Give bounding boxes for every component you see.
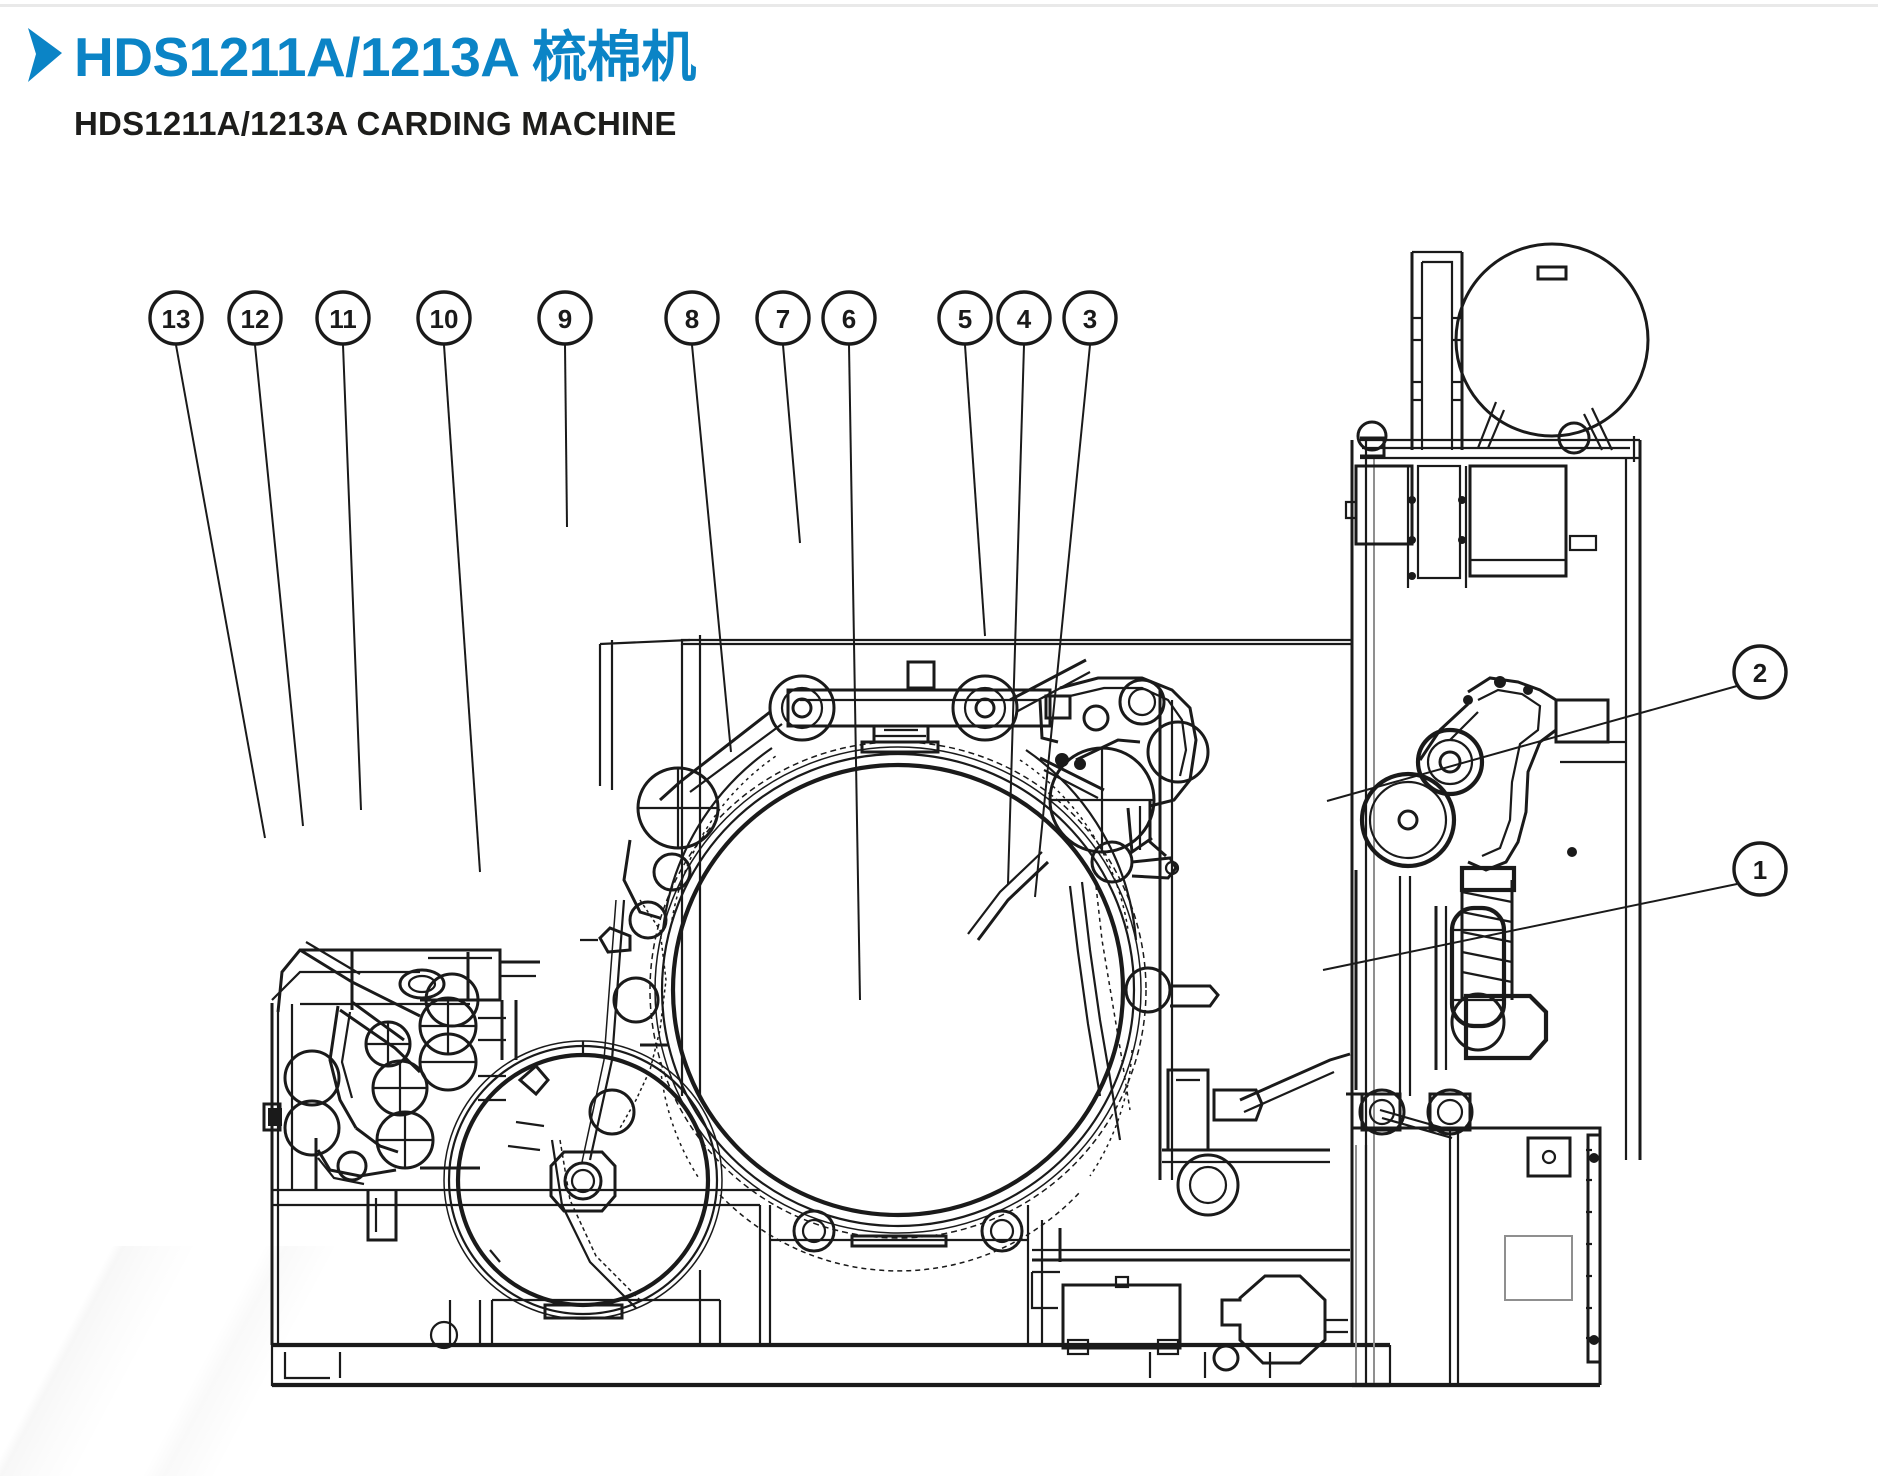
chevron-right-icon xyxy=(28,28,62,82)
leader-line-4 xyxy=(1007,344,1025,885)
flats-chain-arc xyxy=(659,747,1138,1272)
callout-12[interactable]: 12 xyxy=(227,290,283,346)
callout-ring xyxy=(537,290,593,346)
callout-ring xyxy=(664,290,720,346)
leader-line-12 xyxy=(254,344,304,827)
licker-in-cluster xyxy=(550,766,720,1309)
feed-roller-cluster-right xyxy=(1346,676,1626,1136)
page-title: HDS1211A/1213A 梳棉机 xyxy=(74,25,696,88)
machine-assembly-drawing xyxy=(262,242,1650,1388)
page-header: HDS1211A/1213A 梳棉机 HDS1211A/1213A CARDIN… xyxy=(0,26,1878,143)
main-cylinder xyxy=(649,734,1147,1253)
callout-label: 11 xyxy=(329,304,357,334)
callout-label: 13 xyxy=(162,304,191,334)
leader-line-11 xyxy=(342,344,362,811)
callout-5[interactable]: 5 xyxy=(937,290,993,346)
callout-ring xyxy=(1732,841,1788,897)
callout-label: 7 xyxy=(776,304,790,334)
leader-line-9 xyxy=(564,344,568,528)
callout-ring xyxy=(148,290,204,346)
leader-line-13 xyxy=(175,344,266,839)
leader-line-8 xyxy=(691,344,732,753)
drive-pulley xyxy=(443,1040,723,1345)
callout-label: 5 xyxy=(958,304,972,334)
callout-13[interactable]: 13 xyxy=(148,290,204,346)
callout-6[interactable]: 6 xyxy=(821,290,877,346)
machine-diagram: 13 12 11 10 9 8 7 6 5 4 3 2 1 xyxy=(148,242,1788,1388)
feed-section-left xyxy=(262,941,550,1242)
callout-2[interactable]: 2 xyxy=(1732,644,1788,700)
top-divider xyxy=(0,4,1878,7)
callout-ring xyxy=(996,290,1052,346)
callout-leader-lines xyxy=(175,344,1738,1001)
leader-line-10 xyxy=(443,344,481,873)
callout-ring xyxy=(1062,290,1118,346)
callout-ring xyxy=(1732,644,1788,700)
callout-label: 8 xyxy=(685,304,699,334)
callout-ring xyxy=(755,290,811,346)
callout-7[interactable]: 7 xyxy=(755,290,811,346)
leader-line-7 xyxy=(782,344,801,544)
title-row: HDS1211A/1213A 梳棉机 xyxy=(0,26,1878,88)
callout-8[interactable]: 8 xyxy=(664,290,720,346)
callout-3[interactable]: 3 xyxy=(1062,290,1118,346)
callout-bubbles: 13 12 11 10 9 8 7 6 5 4 3 2 1 xyxy=(148,290,1788,897)
callout-ring xyxy=(315,290,371,346)
callout-label: 9 xyxy=(558,304,572,334)
leader-line-1 xyxy=(1322,883,1738,971)
leader-line-6 xyxy=(848,344,861,1001)
machine-frame xyxy=(270,635,1392,1388)
callout-label: 1 xyxy=(1753,855,1767,885)
callout-ring xyxy=(416,290,472,346)
flats-top-cover xyxy=(598,638,1091,802)
callout-label: 2 xyxy=(1753,658,1767,688)
callout-ring xyxy=(821,290,877,346)
callout-10[interactable]: 10 xyxy=(416,290,472,346)
callout-ring xyxy=(937,290,993,346)
page-subtitle: HDS1211A/1213A CARDING MACHINE xyxy=(74,105,677,142)
callout-label: 4 xyxy=(1017,304,1032,334)
callout-9[interactable]: 9 xyxy=(537,290,593,346)
callout-1[interactable]: 1 xyxy=(1732,841,1788,897)
leader-line-5 xyxy=(964,344,986,637)
chute-feed-tower xyxy=(1344,242,1650,588)
leader-line-3 xyxy=(1034,344,1091,898)
callout-label: 6 xyxy=(842,304,856,334)
leader-line-2 xyxy=(1326,685,1738,802)
doffer-cluster xyxy=(967,676,1351,1262)
callout-ring xyxy=(227,290,283,346)
callout-4[interactable]: 4 xyxy=(996,290,1052,346)
callout-label: 3 xyxy=(1083,304,1097,334)
callout-label: 10 xyxy=(430,304,459,334)
callout-label: 12 xyxy=(241,304,270,334)
callout-11[interactable]: 11 xyxy=(315,290,371,346)
